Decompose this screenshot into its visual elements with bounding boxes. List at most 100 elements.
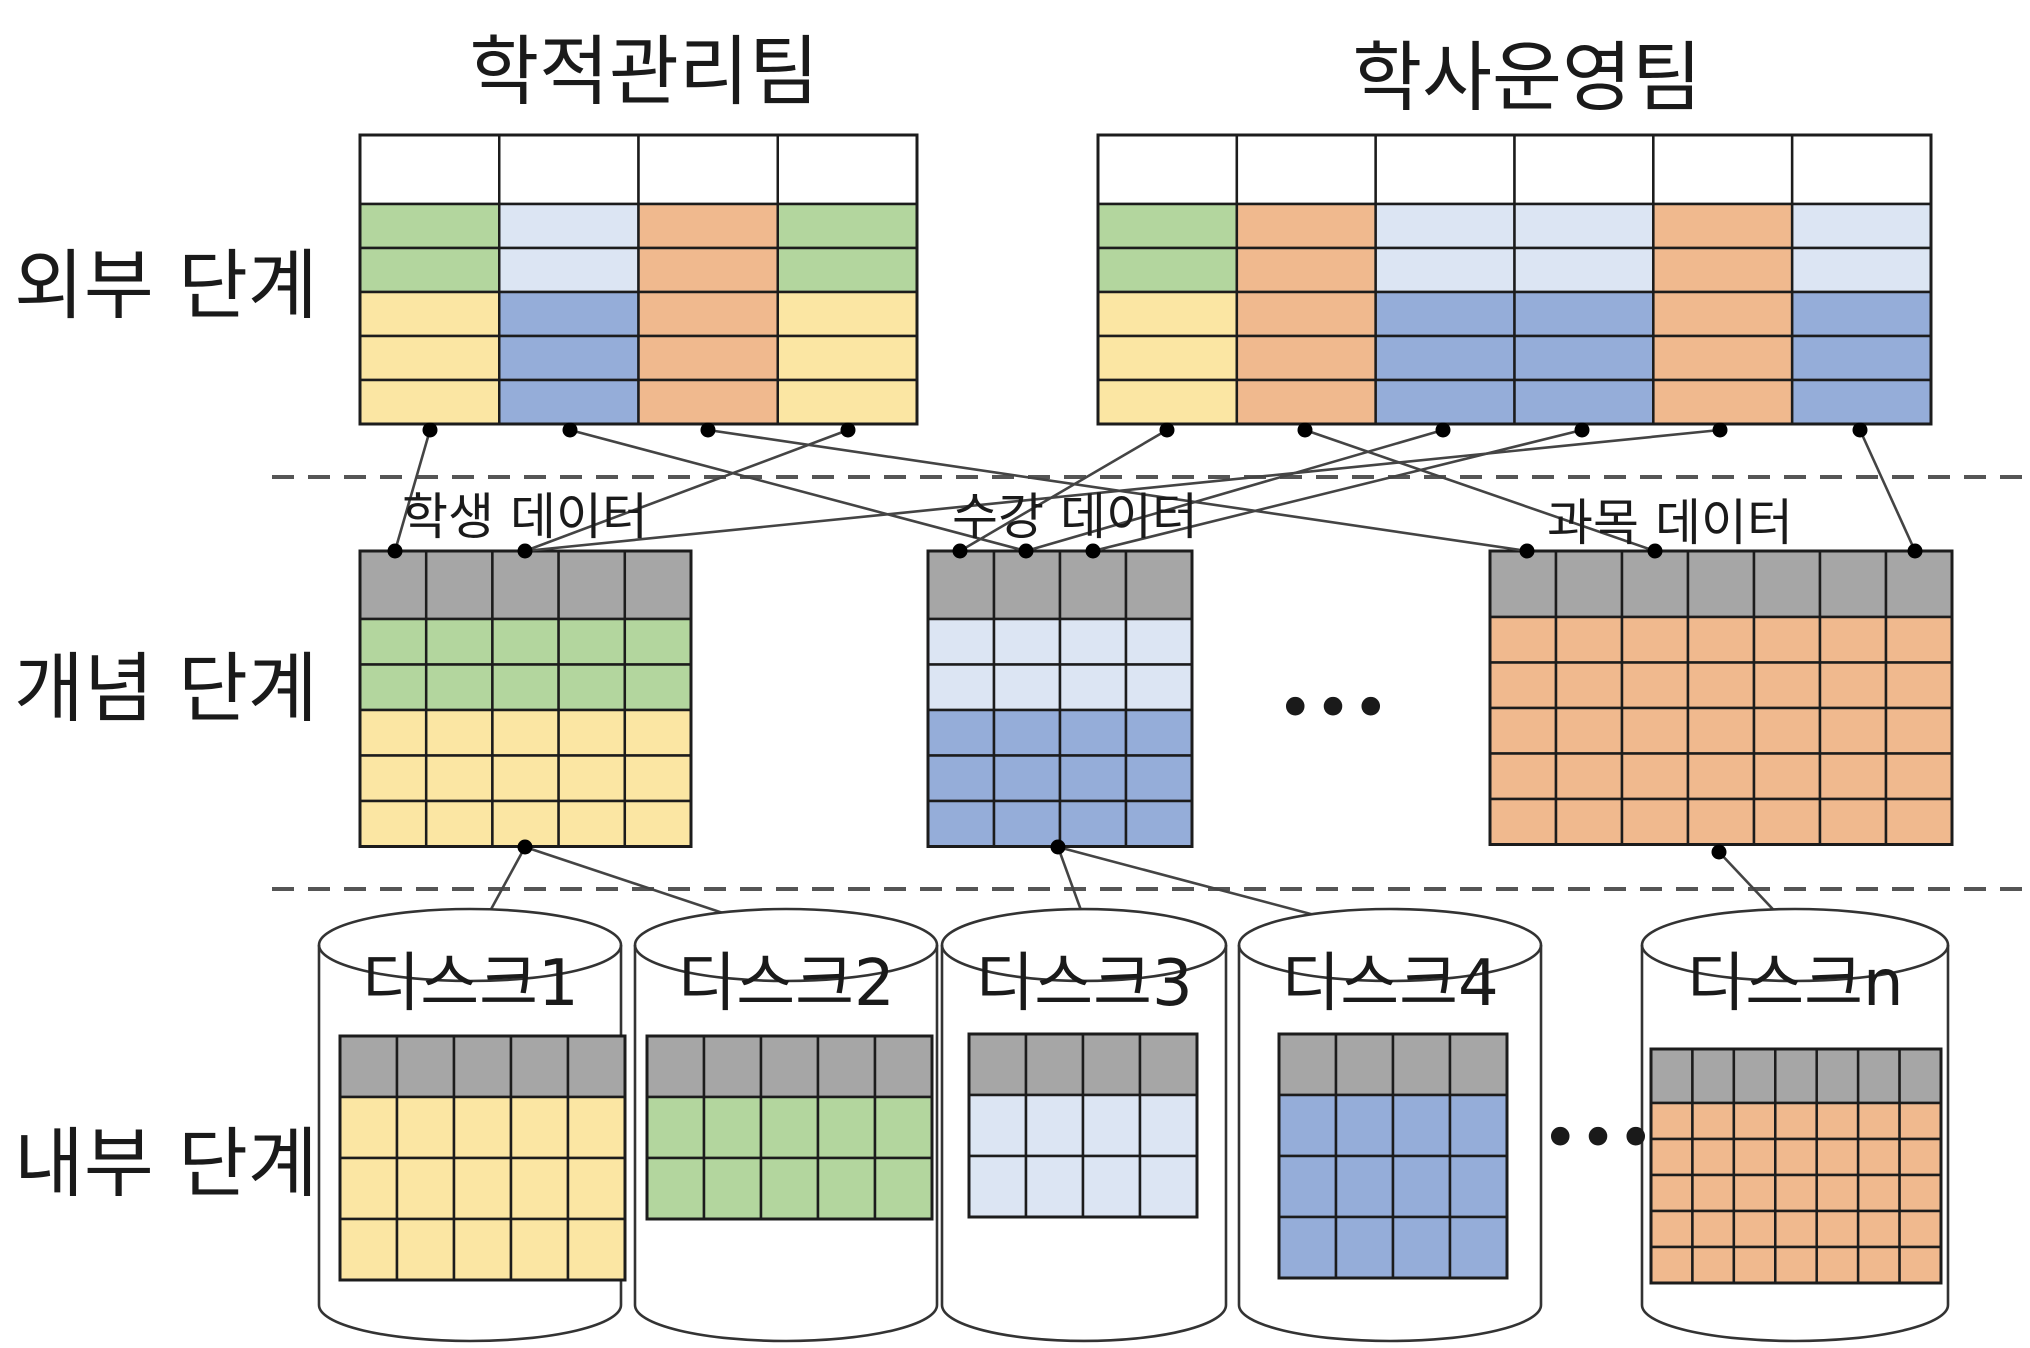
disk-table-header-cell (702, 1034, 763, 1099)
disk-table-cell (566, 1217, 627, 1282)
mapping-point (1159, 422, 1175, 438)
entity-cell (1554, 752, 1624, 801)
entity-cell (623, 754, 693, 803)
disk-table-header-cell (1138, 1032, 1199, 1097)
entity-cell (1818, 752, 1888, 801)
disk-table-frame (1649, 1047, 1943, 1285)
view-header-cell (1790, 133, 1933, 206)
disk-table-cell (759, 1156, 820, 1221)
disk-label-n: 디스크n (1686, 947, 1903, 1021)
disk-table-header-cell (645, 1034, 706, 1099)
view-cell (1235, 378, 1377, 426)
entity-cell (1752, 797, 1822, 846)
view-cell (1096, 290, 1239, 338)
disk-table-cell (1815, 1173, 1860, 1213)
disk-table-cell (1277, 1093, 1338, 1158)
entity-cell (623, 799, 693, 848)
entity-cell (424, 754, 494, 803)
disk-table-cell (1391, 1215, 1452, 1280)
disk-table-cell (1815, 1137, 1860, 1177)
view-cell (358, 378, 501, 426)
disk-table-cell (873, 1156, 934, 1221)
view-cell (1513, 246, 1655, 294)
view-cell (776, 378, 919, 426)
disk-cylinder-rim (940, 944, 1228, 983)
mapping-point (1519, 543, 1535, 559)
external-view-academic-records (358, 133, 919, 426)
entity-cell (1058, 754, 1128, 803)
view-cell (1652, 246, 1794, 294)
disk-table-cell (816, 1156, 877, 1221)
disk-table-cell (1856, 1101, 1901, 1141)
internal-level-label: 내부 단계 (14, 1119, 318, 1208)
entity-cell (1620, 615, 1690, 664)
disk-table-header-cell (338, 1034, 399, 1099)
disk-table-cell (1691, 1137, 1736, 1177)
entity-cell (1686, 752, 1756, 801)
entity-cell (1686, 661, 1756, 710)
entity-enrollment-table (926, 549, 1194, 848)
mapping-point (700, 422, 716, 438)
view-cell (776, 246, 919, 294)
disk-table-cell (509, 1095, 570, 1160)
entity-label-course: 과목 데이터 (1547, 494, 1793, 552)
entity-cell (1686, 615, 1756, 664)
disk-table-header-cell (452, 1034, 513, 1099)
disk-label-4: 디스크4 (1281, 947, 1498, 1021)
disk-table-cell (1732, 1245, 1777, 1285)
disk-table-header-cell (1024, 1032, 1085, 1097)
disk-table-frame (338, 1034, 627, 1282)
view-cell (358, 202, 501, 250)
entity-cell (1884, 752, 1954, 801)
disk-table-cell (1815, 1101, 1860, 1141)
disk-table-header-cell (1334, 1032, 1395, 1097)
entity-cell (491, 708, 560, 757)
entity-cell (1884, 797, 1954, 846)
entity-cell (1620, 661, 1690, 710)
view-cell (1790, 202, 1933, 250)
mapping-point (1647, 543, 1663, 559)
entity-header-cell (1620, 549, 1690, 619)
disk-table-header-cell (1815, 1047, 1860, 1105)
entity-cell (1124, 617, 1194, 666)
disk-table-cell (395, 1156, 456, 1221)
entity-header-cell (358, 549, 428, 621)
mapping-line (393, 429, 432, 552)
disk-table-cell (1391, 1093, 1452, 1158)
entity-student-table (358, 549, 693, 848)
disk-table-header-cell (1774, 1047, 1818, 1105)
entity-cell (557, 663, 627, 712)
disk-table-cell (1138, 1093, 1199, 1158)
entity-cell (358, 617, 428, 666)
entity-cell (1124, 799, 1194, 848)
entity-cell (1752, 752, 1822, 801)
disk-table-cell (338, 1095, 399, 1160)
entity-cell (926, 617, 996, 666)
disk-table-cell (1024, 1093, 1085, 1158)
disk-table-cell (816, 1095, 877, 1160)
view-header-cell (776, 133, 919, 206)
disk-table-cell (967, 1093, 1028, 1158)
disk-table-cell (452, 1217, 513, 1282)
entity-cell (1686, 706, 1756, 755)
disk-table-header-cell (1649, 1047, 1694, 1105)
view-cell (1235, 246, 1377, 294)
entity-cell (491, 663, 560, 712)
entity-cell (1752, 706, 1822, 755)
view-cell (1235, 202, 1377, 250)
disk-table-cell (1898, 1209, 1943, 1249)
view-cell (1513, 290, 1655, 338)
entity-cell (1620, 706, 1690, 755)
disk-table-cell (1732, 1137, 1777, 1177)
disk-table-header-cell (1732, 1047, 1777, 1105)
entity-cell (623, 617, 693, 666)
entity-cell (1058, 663, 1128, 712)
entity-header-cell (992, 549, 1062, 621)
disk-table-cell (452, 1095, 513, 1160)
entity-cell (1818, 661, 1888, 710)
disk-table-cell (1649, 1245, 1694, 1285)
mapping-point (1435, 422, 1451, 438)
entity-header-cell (1752, 549, 1822, 619)
view-cell (637, 246, 779, 294)
disk-table-cell (1334, 1093, 1395, 1158)
